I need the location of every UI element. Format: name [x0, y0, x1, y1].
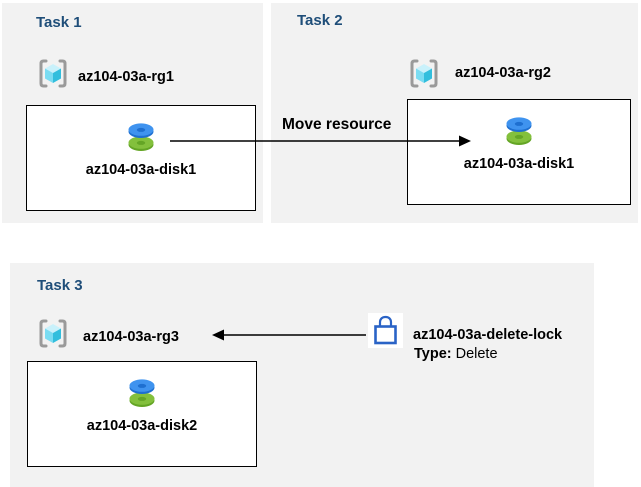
- task2-resource-box: az104-03a-disk1: [407, 99, 631, 205]
- task2-title: Task 2: [297, 12, 343, 29]
- delete-lock-name: az104-03a-delete-lock: [413, 327, 563, 343]
- lock-icon: [368, 313, 403, 348]
- disk-name: az104-03a-disk1: [85, 162, 197, 178]
- panel-task3: Task 3 az104-03a-rg3: [10, 263, 594, 487]
- task3-title: Task 3: [37, 277, 83, 294]
- panel-task2: Task 2 az104-03a-rg2: [271, 3, 638, 223]
- resource-group-icon: [407, 56, 441, 96]
- disk-icon: [124, 376, 160, 415]
- disk-icon: [123, 120, 159, 159]
- task1-resource-box: az104-03a-disk1: [26, 105, 256, 211]
- task1-title: Task 1: [36, 14, 82, 31]
- lock-type-value: Delete: [455, 346, 498, 362]
- panel-task1: Task 1 az104-03a-rg1: [2, 3, 263, 223]
- resource-group-name: az104-03a-rg3: [83, 329, 179, 345]
- move-resource-label: Move resource: [282, 116, 392, 133]
- resource-group-name: az104-03a-rg2: [455, 65, 551, 81]
- resource-group-icon: [36, 56, 70, 96]
- task3-resource-box: az104-03a-disk2: [27, 361, 257, 467]
- disk-name: az104-03a-disk2: [86, 418, 198, 434]
- disk-icon: [501, 114, 537, 153]
- disk-name: az104-03a-disk1: [463, 156, 575, 172]
- delete-lock-type: Type:Delete: [414, 346, 498, 362]
- resource-group-name: az104-03a-rg1: [78, 69, 174, 85]
- lock-type-label: Type:: [414, 346, 452, 362]
- resource-group-icon: [35, 316, 71, 356]
